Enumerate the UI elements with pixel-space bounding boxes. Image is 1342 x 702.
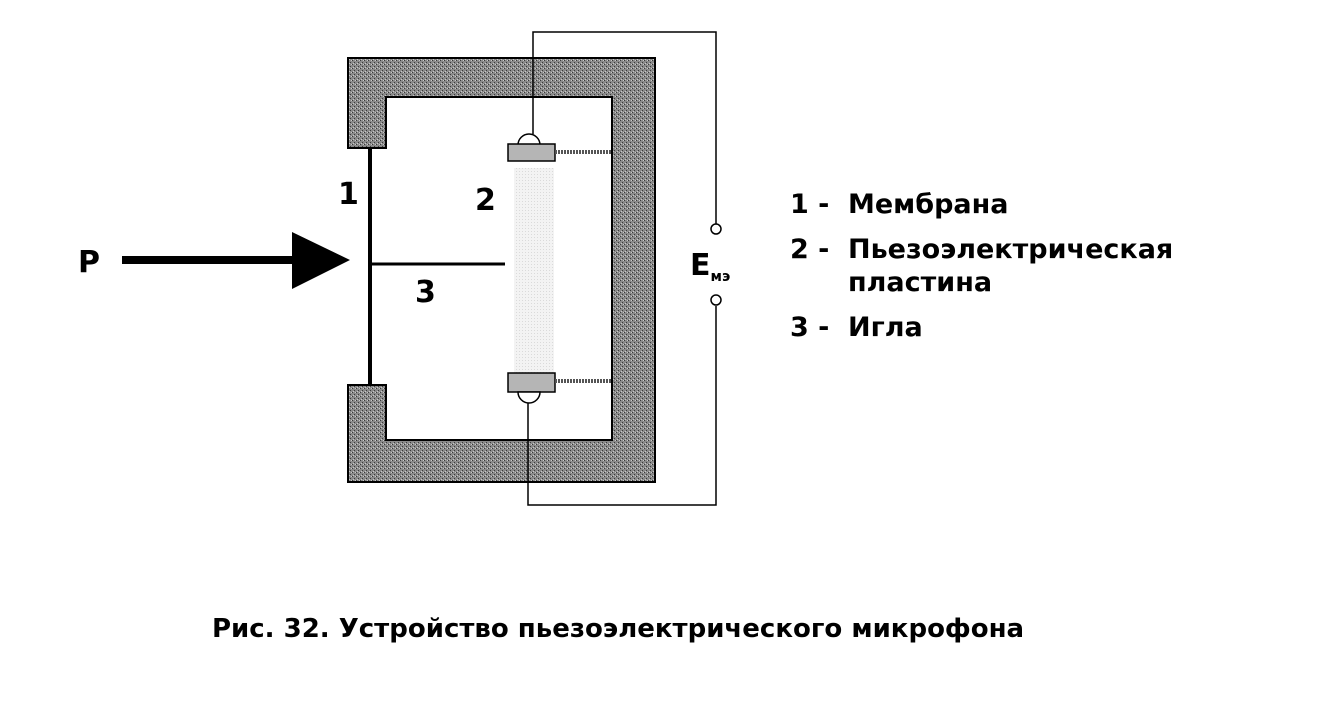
piezo-plate-faint <box>514 168 554 378</box>
emf-main-text: E <box>690 248 711 283</box>
needle-number: 3 <box>415 275 436 310</box>
legend-text: Игла <box>848 312 923 343</box>
top-wire <box>532 31 717 224</box>
legend-number: 2 - <box>790 234 830 265</box>
plate-number: 2 <box>475 183 496 218</box>
emf-subscript: мэ <box>711 269 731 285</box>
bottom-wire <box>527 306 717 506</box>
legend-number: 3 - <box>790 312 830 343</box>
pressure-label: P <box>78 245 100 280</box>
membrane-number: 1 <box>338 177 359 212</box>
bottom-terminal <box>710 294 722 306</box>
legend-item-1: 1 - Мембрана <box>790 188 1173 221</box>
top-plate-holder <box>507 143 556 162</box>
bottom-contact-dome <box>517 391 541 404</box>
legend-item-2: 2 - Пьезоэлектрическая пластина <box>790 233 1173 299</box>
legend-text: Мембрана <box>848 189 1009 220</box>
legend-item-3: 3 - Игла <box>790 311 1173 344</box>
pressure-arrow-head <box>292 232 350 289</box>
legend-text: Пьезоэлектрическая пластина <box>848 234 1174 298</box>
top-terminal <box>710 223 722 235</box>
top-contact-dome <box>517 133 541 146</box>
microphone-housing <box>347 57 656 483</box>
emf-label: Eмэ <box>690 248 730 285</box>
figure-caption: Рис. 32. Устройство пьезоэлектрического … <box>212 614 1025 644</box>
legend-number: 1 - <box>790 189 830 220</box>
legend: 1 - Мембрана 2 - Пьезоэлектрическая плас… <box>790 188 1173 356</box>
bottom-plate-holder <box>507 372 556 393</box>
